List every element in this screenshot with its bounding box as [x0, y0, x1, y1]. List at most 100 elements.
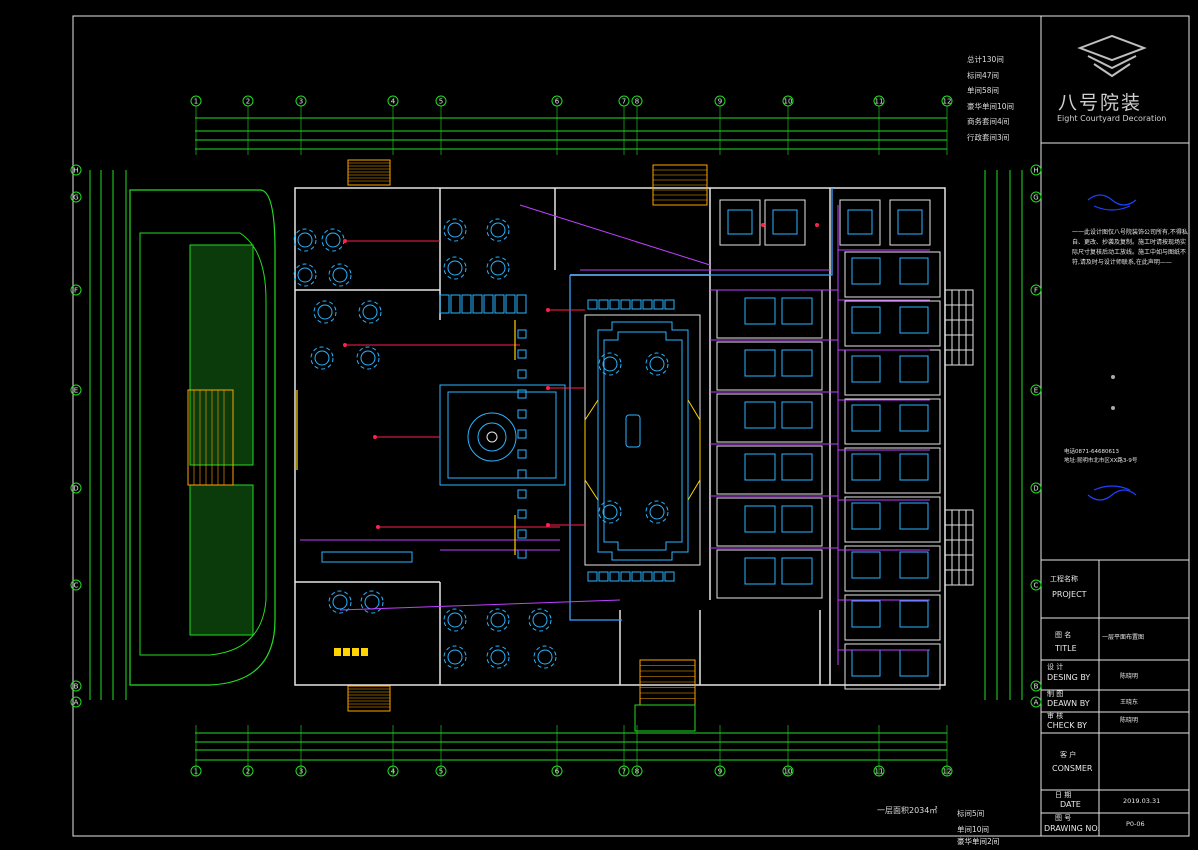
chair: [517, 429, 527, 439]
grid-label: B: [74, 683, 79, 691]
booth-seat: [439, 294, 450, 314]
grid-bubble-col-7: 7: [618, 95, 630, 155]
grid-bubble-col-8: 8: [631, 725, 643, 777]
check-label-en: CHECK BY: [1047, 721, 1087, 730]
room-left: [716, 393, 823, 443]
room-right: [844, 496, 941, 543]
company-name: 八号院装: [1058, 92, 1143, 114]
drain-pipes: [300, 204, 930, 665]
grid-bubble-row-H: H: [70, 164, 82, 176]
grid-bubble-row-F: F: [70, 284, 82, 296]
grid-bubble-row-E: E: [70, 384, 82, 396]
grid-label: H: [73, 167, 78, 175]
room-left: [716, 549, 823, 599]
dining-table: [486, 608, 510, 632]
grid-bubble-row-G: G: [70, 191, 82, 203]
grid-bubble-row-A: A: [70, 696, 82, 708]
company-logo-mark: [1077, 34, 1147, 78]
dining-table: [443, 645, 467, 669]
grid-bubble-col-2: 2: [242, 95, 254, 155]
dimension-lines-bottom: [195, 732, 947, 761]
chair: [587, 571, 598, 582]
chair: [517, 389, 527, 399]
date-value: 2019.03.31: [1123, 797, 1161, 805]
stairs: [347, 159, 708, 732]
grid-label: 2: [246, 98, 250, 106]
dining-table: [443, 608, 467, 632]
project-label-cn: 工程名称: [1050, 575, 1078, 583]
booth-seat: [472, 294, 483, 314]
check-value: 陈晓明: [1120, 717, 1139, 724]
chair: [653, 299, 664, 310]
chair: [517, 549, 527, 559]
booth-seat: [450, 294, 461, 314]
dining-table: [486, 256, 510, 280]
summary-line: 标间47间: [967, 70, 1000, 80]
design-label-en: DESING BY: [1047, 673, 1091, 682]
grid-bubble-col-4: 4: [387, 725, 399, 777]
leader-dots: [343, 223, 819, 529]
grid-label: F: [74, 287, 78, 295]
drawing-frame: [72, 15, 1190, 837]
grid-bubble-col-1: 1: [190, 725, 202, 777]
summary-line: 标间5间: [957, 809, 985, 818]
service-room: [719, 199, 761, 246]
summary-line: 商务套间4间: [967, 117, 1010, 126]
dot-marker: [1111, 406, 1115, 410]
date-label-cn: 日 期: [1055, 791, 1072, 799]
design-value: 陈晓明: [1120, 673, 1139, 680]
drawing-no-value: P0-06: [1126, 820, 1145, 828]
project-label-en: PROJECT: [1052, 590, 1087, 599]
room-left: [716, 497, 823, 547]
grid-label: 7: [622, 98, 626, 106]
title-label-cn: 图 名: [1055, 631, 1072, 639]
dining-table: [293, 228, 317, 252]
grid-bubble-col-10: 10: [782, 725, 794, 777]
room-right: [844, 594, 941, 641]
dining-table: [443, 218, 467, 242]
grid-bubble-row-F: F: [1030, 284, 1042, 296]
grid-bubble-col-1: 1: [190, 95, 202, 155]
chair: [517, 369, 527, 379]
summary-line: 总计130间: [967, 55, 1004, 64]
dining-table: [358, 300, 382, 324]
contact-info: 电话0871-64680613 地址:昆明市北市区XX路3-9号: [1064, 448, 1137, 466]
chair: [517, 469, 527, 479]
grid-label: A: [74, 699, 79, 707]
chair: [517, 349, 527, 359]
drawn-value: 王晓东: [1120, 699, 1139, 706]
central-lounge: [439, 384, 566, 486]
design-label-cn: 设 计: [1047, 663, 1064, 671]
dining-table: [356, 346, 380, 370]
room-right: [844, 349, 941, 396]
chair: [631, 571, 642, 582]
dining-table: [645, 352, 669, 376]
room-right: [844, 643, 941, 690]
contact-phone: 电话0871-64680613: [1064, 449, 1119, 455]
grid-bubble-col-11: 11: [873, 95, 885, 155]
contact-address: 地址:昆明市北市区XX路3-9号: [1064, 458, 1138, 464]
grid-label: 11: [875, 98, 884, 106]
consumer-label-en: CONSMER: [1052, 764, 1093, 773]
room-right: [844, 545, 941, 592]
dining-table: [321, 228, 345, 252]
room-right: [844, 300, 941, 347]
service-room: [839, 199, 881, 246]
grid-label: 5: [439, 98, 443, 106]
grid-bubble-col-12: 12: [941, 725, 953, 777]
dimension-lines-right: [984, 170, 1023, 700]
date-label-en: DATE: [1060, 800, 1081, 809]
dining-table: [360, 590, 384, 614]
room-left: [716, 445, 823, 495]
summary-line: 豪华单间2间: [957, 837, 1000, 846]
banquet-hall: [584, 314, 701, 566]
grid-bubble-col-4: 4: [387, 95, 399, 155]
chair: [664, 299, 675, 310]
balcony-grilles: [944, 289, 974, 586]
grid-label: 8: [635, 98, 639, 106]
grid-bubble-col-5: 5: [435, 725, 447, 777]
grid-bubble-row-D: D: [70, 482, 82, 494]
dining-table: [313, 300, 337, 324]
